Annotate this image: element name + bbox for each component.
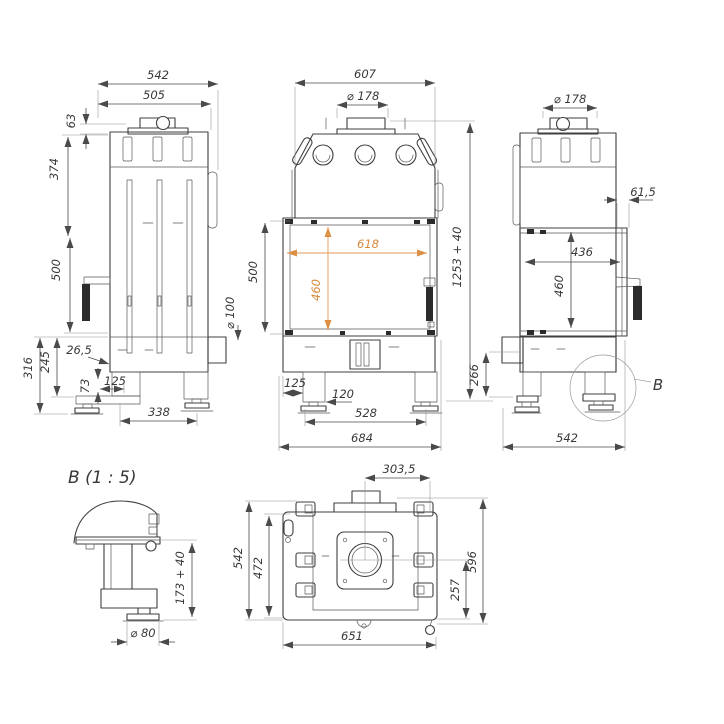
- lifting-lug: [155, 115, 171, 131]
- dim-right-460: 460: [552, 275, 566, 297]
- dim-front-500: 500: [246, 261, 260, 283]
- pivot: [145, 540, 157, 552]
- foot-cowl: [73, 500, 158, 544]
- dim-left-542: 542: [147, 68, 169, 82]
- rear-outlet-stub-right: [501, 336, 524, 364]
- dim-detail-height: 173 + 40: [173, 551, 187, 605]
- dim-front-607: 607: [354, 67, 377, 81]
- dim-front-120: 120: [332, 387, 354, 401]
- flue-top: [351, 490, 381, 504]
- dim-right-61-5: 61,5: [630, 185, 656, 199]
- rear-leg: [180, 371, 214, 412]
- dim-left-500: 500: [49, 259, 63, 281]
- door-handle-front: [426, 287, 433, 321]
- view-side-right: B ⌀ 178 61,5 436 460 266 542: [467, 92, 663, 451]
- view-top: 303,5 542 472 257 596 651: [231, 462, 488, 649]
- base-front: [282, 335, 436, 373]
- air-outlets: [312, 144, 417, 166]
- dim-right-flue: ⌀ 178: [554, 92, 587, 106]
- dim-detail-foot: ⌀ 80: [130, 626, 155, 640]
- dim-right-266: 266: [467, 364, 481, 386]
- view-side-left: 542 505 63 374 500 316 245 26,5 73 125 3…: [21, 68, 227, 426]
- mounting-brackets: [295, 501, 434, 598]
- dim-side-flue-100: ⌀ 100: [223, 297, 237, 330]
- bottom-tab: [361, 623, 367, 629]
- detail-title: B (1 : 5): [68, 468, 137, 488]
- dim-left-338: 338: [148, 405, 170, 419]
- dim-left-63: 63: [64, 114, 78, 129]
- dim-top-303-5: 303,5: [383, 462, 416, 476]
- dim-left-316: 316: [21, 357, 35, 379]
- dim-front-460: 460: [309, 279, 323, 301]
- dim-top-257: 257: [448, 578, 462, 601]
- base-plate-top: [282, 511, 438, 621]
- dim-front-flue: ⌀ 178: [347, 89, 380, 103]
- view-front: 607 ⌀ 178 618 460 500 ⌀ 100 1253 + 40 12…: [223, 67, 493, 451]
- base-right: [522, 336, 617, 373]
- hood: [294, 133, 436, 219]
- latch: [283, 519, 294, 537]
- door-handle-right: [633, 286, 642, 320]
- detail-ref-label: B: [653, 376, 663, 394]
- rear-panel-tab: [207, 171, 218, 229]
- door-handle-left: [82, 284, 90, 321]
- dim-front-618: 618: [357, 237, 379, 251]
- side-tab: [434, 182, 444, 212]
- view-detail-b: B (1 : 5) 173 + 40 ⌀ 80: [68, 468, 197, 646]
- rear-outlet-stub: [207, 336, 227, 364]
- adjustable-foot: [126, 613, 160, 621]
- dim-top-651: 651: [341, 629, 363, 643]
- detail-circle-b: [569, 354, 637, 422]
- dim-right-436: 436: [571, 245, 593, 259]
- leg-base: [100, 588, 158, 609]
- dim-left-26-5: 26,5: [66, 343, 92, 357]
- dim-top-542: 542: [231, 547, 245, 569]
- dim-top-472: 472: [251, 557, 265, 579]
- flue-collar: [346, 117, 386, 130]
- rear-panel-tab-right: [512, 144, 521, 226]
- glass: [289, 224, 431, 330]
- dim-right-542: 542: [556, 431, 578, 445]
- hook: [424, 624, 436, 636]
- dim-front-684: 684: [351, 431, 373, 445]
- dim-front-528: 528: [355, 406, 377, 420]
- dim-left-505: 505: [143, 88, 165, 102]
- front-leg: [70, 371, 141, 415]
- door-frame: [282, 217, 438, 337]
- dim-left-73: 73: [78, 379, 92, 394]
- door-frame-right: [519, 227, 628, 337]
- dim-left-374: 374: [47, 158, 61, 180]
- dim-left-125: 125: [104, 374, 126, 388]
- dim-front-height: 1253 + 40: [450, 227, 464, 288]
- front-view-legs: [297, 371, 443, 414]
- dim-front-125: 125: [284, 376, 306, 390]
- right-view-legs: [511, 371, 621, 414]
- stove-body-left: [109, 131, 209, 373]
- lifting-lug-right: [555, 116, 571, 132]
- dim-left-245: 245: [38, 351, 52, 373]
- dim-top-596: 596: [465, 551, 479, 573]
